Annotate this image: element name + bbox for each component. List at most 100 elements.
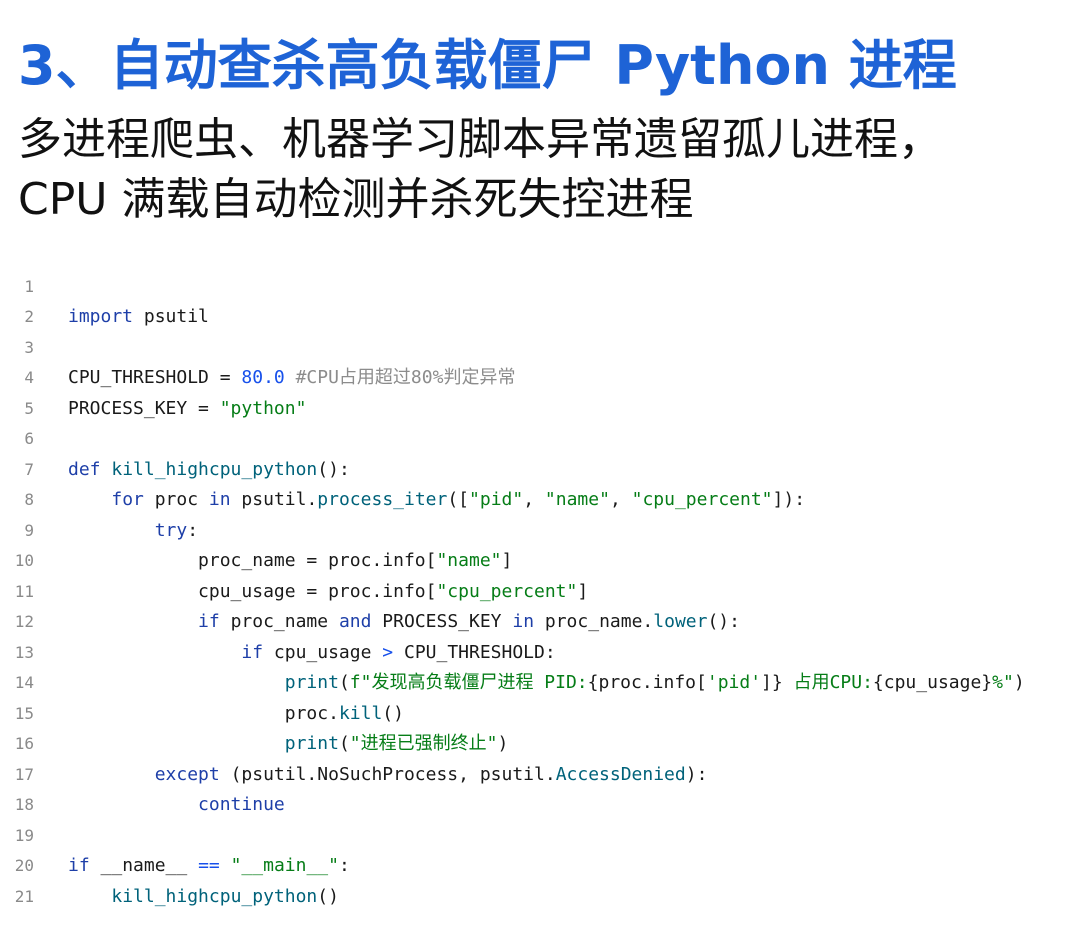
code-line: 8 try:	[0, 455, 1080, 541]
keyword: in	[512, 611, 535, 632]
line-number: 19	[14, 825, 34, 845]
code-text: ]}	[761, 672, 783, 693]
line-number: 15	[14, 703, 34, 723]
line-number: 3	[24, 337, 34, 357]
code-text: psutil	[133, 306, 209, 327]
code-text: proc.	[284, 702, 339, 724]
code-text: )	[497, 733, 509, 754]
line-number: 5	[24, 398, 34, 418]
keyword: try	[154, 519, 188, 541]
string-literal: 'pid'	[706, 672, 762, 693]
line-number: 16	[14, 734, 34, 753]
code-line: 7 for proc in psutil.process_iter(["pid"…	[0, 424, 1080, 511]
code-line: 14 proc.kill()	[0, 638, 1080, 724]
line-number: 4	[24, 368, 34, 387]
line-number: 8	[24, 490, 34, 509]
line-number: 20	[14, 856, 34, 875]
string-literal: f"发现高负载僵尸进程 PID:	[349, 672, 588, 693]
code-text: psutil.	[230, 489, 318, 510]
keyword: if	[68, 855, 90, 876]
line-number: 21	[14, 886, 34, 906]
keyword: def	[68, 458, 101, 480]
code-text: ):	[685, 763, 708, 785]
code-line: 18	[0, 760, 1080, 814]
code-text: CPU_THRESHOLD:	[393, 641, 556, 663]
keyword: in	[208, 489, 231, 510]
string-literal: "name"	[544, 489, 610, 510]
code-text: cpu_usage	[263, 641, 383, 663]
code-line: 3 CPU_THRESHOLD = 80.0 #CPU占用超过80%判定异常	[0, 302, 1080, 389]
code-text: CPU_THRESHOLD =	[68, 367, 242, 388]
keyword: except	[154, 763, 220, 785]
code-text: ]	[577, 580, 589, 602]
line-number: 11	[14, 581, 34, 601]
keyword: import	[68, 306, 134, 327]
page-title: 3、自动查杀高负载僵尸 Python 进程	[18, 34, 957, 97]
string-literal: "进程已强制终止"	[349, 733, 498, 754]
method-name: kill	[338, 702, 383, 724]
code-line: 2	[0, 272, 1080, 326]
method-name: lower	[653, 611, 708, 632]
code-line: 20 kill_highcpu_python()	[0, 821, 1080, 907]
string-literal: %"	[992, 672, 1014, 693]
line-number: 1	[24, 276, 34, 296]
keyword: for	[111, 489, 144, 510]
method-name: process_iter	[317, 489, 448, 510]
code-text: PROCESS_KEY =	[68, 397, 220, 419]
string-literal: "python"	[219, 397, 307, 419]
code-text: ([	[447, 489, 470, 510]
code-line: 5	[0, 363, 1080, 418]
code-line: 17 continue	[0, 729, 1080, 816]
code-line: 15 print("进程已强制终止")	[0, 668, 1080, 755]
keyword: if	[198, 611, 220, 632]
line-number: 9	[24, 520, 34, 540]
string-literal: "cpu_percent"	[436, 580, 578, 602]
code-text: ,	[609, 489, 632, 510]
code-line: 11 if proc_name and PROCESS_KEY in proc_…	[0, 546, 1080, 633]
code-line: 12 if cpu_usage > CPU_THRESHOLD:	[0, 577, 1080, 663]
string-literal: "cpu_percent"	[631, 489, 773, 510]
code-line: 19 if __name__ == "__main__":	[0, 790, 1080, 877]
operator: ==	[198, 855, 220, 876]
line-number: 18	[14, 795, 34, 814]
code-line: 13 print(f"发现高负载僵尸进程 PID:{proc.info['pid…	[0, 607, 1080, 694]
code-text: proc_name.	[534, 611, 654, 632]
code-line: 10 cpu_usage = proc.info["cpu_percent"]	[0, 516, 1080, 602]
code-line: 21	[0, 851, 1080, 906]
code-text: (	[338, 733, 350, 754]
keyword: if	[241, 641, 264, 663]
code-text: {cpu_usage}	[872, 672, 993, 693]
code-text: proc	[143, 489, 209, 510]
line-number: 14	[14, 673, 34, 692]
code-text: proc_name = proc.info[	[198, 550, 437, 571]
code-text: ():	[317, 458, 350, 480]
line-number: 6	[24, 429, 34, 448]
string-literal: 占用CPU:	[782, 672, 873, 693]
code-line: 1 import psutil	[0, 241, 1080, 328]
number-literal: 80.0	[241, 367, 285, 388]
operator: >	[382, 641, 394, 663]
line-number: 2	[24, 307, 34, 326]
code-block: 1 import psutil 2 3 CPU_THRESHOLD = 80.0…	[0, 241, 1080, 907]
code-line: 6 def kill_highcpu_python():	[0, 394, 1080, 480]
code-comment: #CPU占用超过80%判定异常	[284, 367, 516, 388]
code-text: PROCESS_KEY	[371, 611, 513, 632]
code-text: ()	[382, 702, 404, 724]
line-number: 7	[24, 459, 34, 479]
code-text: (psutil.NoSuchProcess, psutil.	[219, 763, 556, 785]
line-number: 17	[14, 764, 34, 784]
code-text: ()	[317, 885, 339, 907]
string-literal: "name"	[436, 550, 502, 571]
keyword: continue	[198, 794, 285, 815]
line-number: 13	[14, 642, 34, 662]
subtitle-line-2: CPU 满载自动检测并杀死失控进程	[18, 174, 694, 225]
keyword: and	[338, 611, 372, 632]
line-number: 10	[14, 551, 34, 570]
code-text: :	[338, 855, 350, 876]
code-line: 16 except (psutil.NoSuchProcess, psutil.…	[0, 699, 1080, 785]
code-text: ]):	[772, 489, 806, 510]
code-text: :	[187, 519, 199, 541]
string-literal: "pid"	[469, 489, 524, 510]
code-text: ():	[707, 611, 740, 632]
code-text: proc_name	[219, 611, 339, 632]
